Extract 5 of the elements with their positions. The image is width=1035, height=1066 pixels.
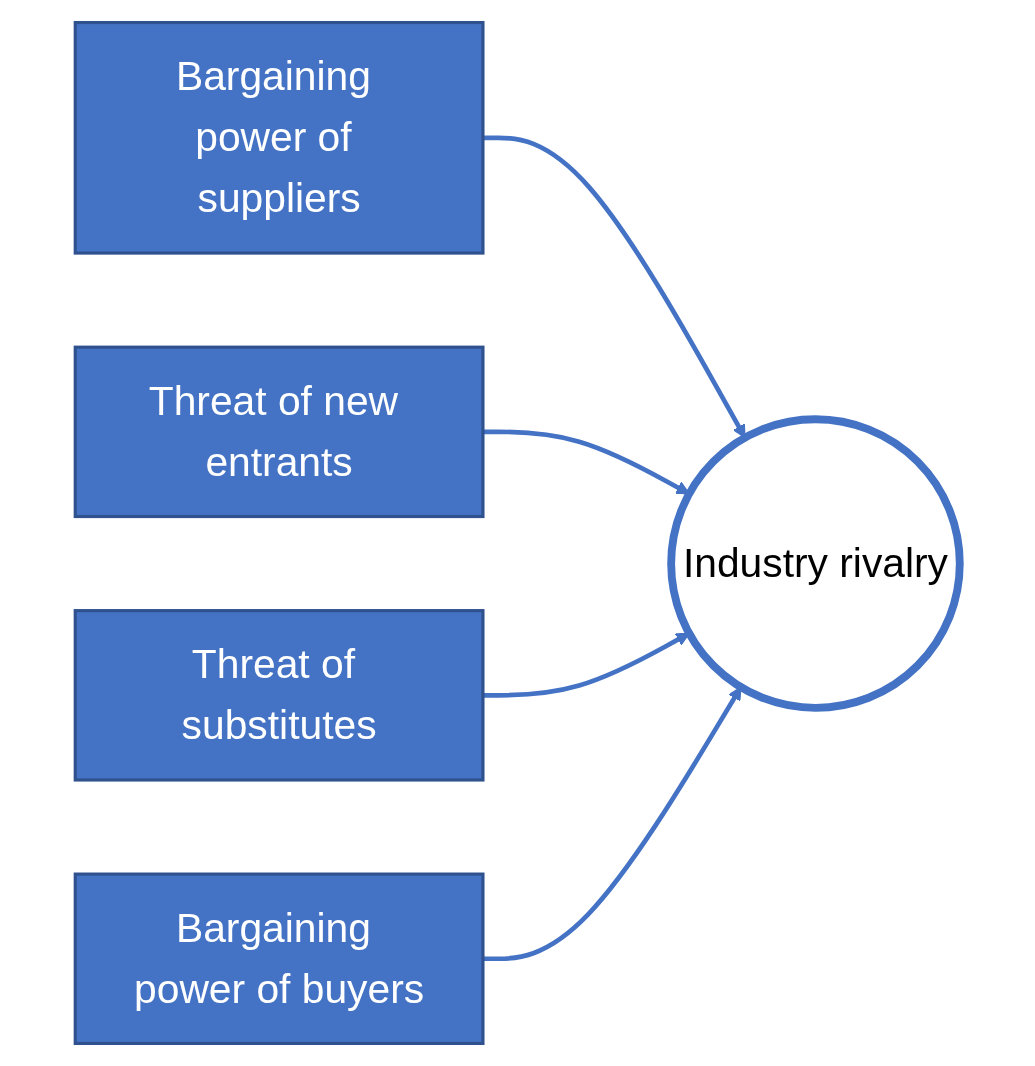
node-circle: Industry rivalry bbox=[667, 415, 964, 712]
node-box: Bargaining power of suppliers bbox=[73, 21, 485, 255]
node-box: Threat of substitutes bbox=[73, 609, 485, 782]
node-box: Threat of new entrants bbox=[73, 345, 485, 519]
node-box: Bargaining power of buyers bbox=[73, 872, 485, 1045]
